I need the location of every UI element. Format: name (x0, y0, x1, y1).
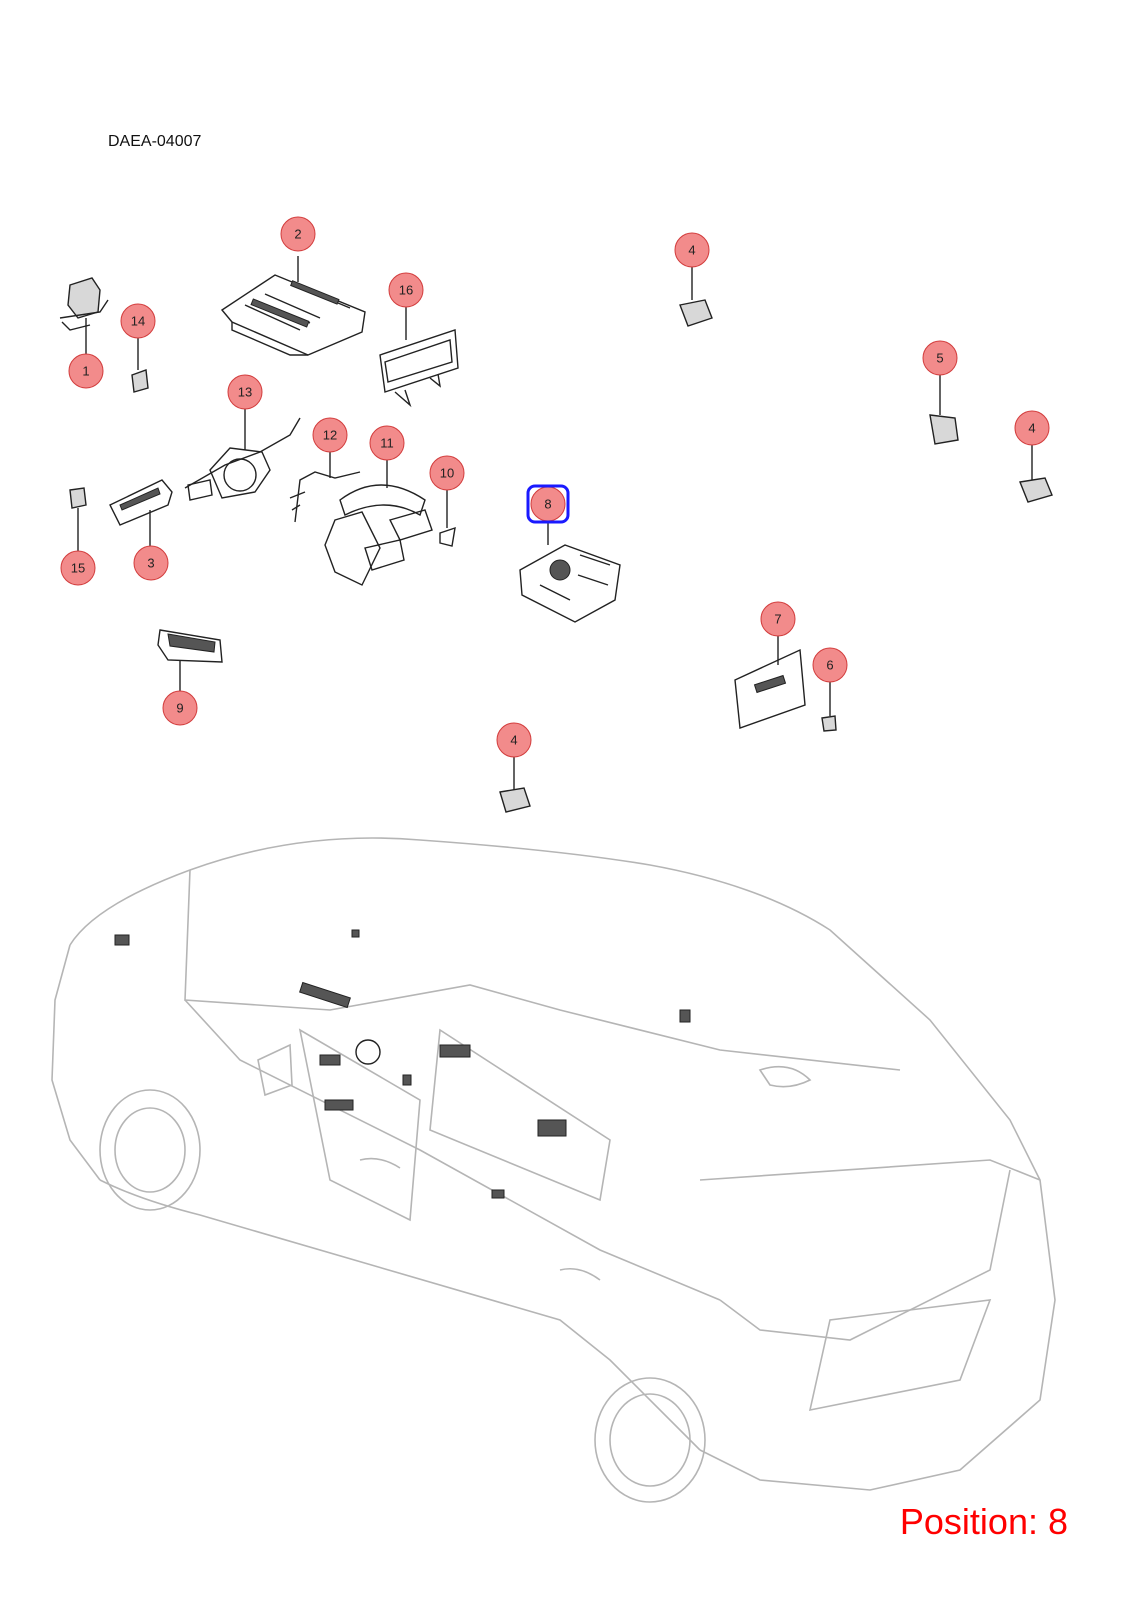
callout-4[interactable]: 4 (674, 232, 710, 268)
callout-number: 4 (688, 243, 695, 258)
callout-number: 8 (544, 497, 551, 512)
callout-circle (674, 232, 710, 268)
selected-callout-highlight (526, 484, 570, 524)
callout-number: 11 (380, 436, 394, 451)
callout-circle (162, 690, 198, 726)
callout-number: 15 (71, 561, 85, 576)
callout-number: 6 (826, 658, 833, 673)
callout-circle (922, 340, 958, 376)
callout-16[interactable]: 16 (388, 272, 424, 308)
part-11-steering-trim[interactable] (324, 456, 433, 586)
part-13-combination-switch[interactable] (184, 406, 301, 501)
callout-number: 16 (399, 283, 413, 298)
callout-circle (312, 417, 348, 453)
part-5-switch[interactable] (929, 373, 959, 445)
callout-number: 12 (323, 428, 337, 443)
part-4-switch-b[interactable] (1019, 443, 1053, 503)
callout-circle (429, 455, 465, 491)
callout-circle (227, 374, 263, 410)
callout-11[interactable]: 11 (369, 425, 405, 461)
callout-2[interactable]: 2 (280, 216, 316, 252)
callout-15[interactable]: 15 (60, 550, 96, 586)
callout-8[interactable]: 8 (526, 484, 570, 524)
callout-circle (812, 647, 848, 683)
part-4-switch-a[interactable] (679, 265, 713, 327)
callout-circle (120, 303, 156, 339)
callout-number: 10 (440, 466, 454, 481)
part-9-window-switch[interactable] (157, 629, 223, 692)
callout-circle (388, 272, 424, 308)
position-readout: Position: 8 (899, 1501, 1068, 1542)
callout-number: 7 (774, 612, 781, 627)
diagram-code: DAEA-04007 (108, 133, 202, 150)
callout-circle (496, 722, 532, 758)
callout-circle (133, 545, 169, 581)
part-16-cluster[interactable] (379, 304, 459, 408)
callout-10[interactable]: 10 (429, 455, 465, 491)
callout-12[interactable]: 12 (312, 417, 348, 453)
callout-7[interactable]: 7 (760, 601, 796, 637)
part-15-switch[interactable] (69, 487, 87, 552)
callout-number: 3 (147, 556, 154, 571)
part-10-sensor[interactable] (439, 488, 456, 547)
callout-circle (280, 216, 316, 252)
callout-1[interactable]: 1 (68, 353, 104, 389)
callout-9[interactable]: 9 (162, 690, 198, 726)
callout-13[interactable]: 13 (227, 374, 263, 410)
part-2-module[interactable] (220, 256, 366, 356)
callout-circle (60, 550, 96, 586)
callout-number: 14 (131, 314, 145, 329)
installed-parts (114, 929, 691, 1199)
callout-number: 4 (510, 733, 517, 748)
callout-circle (369, 425, 405, 461)
part-8-console-switch[interactable] (519, 520, 621, 623)
vehicle-outline (51, 837, 1056, 1503)
callout-circle (1014, 410, 1050, 446)
callout-4[interactable]: 4 (496, 722, 532, 758)
callout-number: 5 (936, 351, 943, 366)
part-7-rear-panel[interactable] (734, 635, 806, 729)
part-6-clip[interactable] (821, 682, 837, 732)
callout-5[interactable]: 5 (922, 340, 958, 376)
part-4-switch-c[interactable] (499, 755, 531, 813)
part-3-switch-panel[interactable] (109, 479, 173, 548)
callout-4[interactable]: 4 (1014, 410, 1050, 446)
part-1-bracket[interactable] (59, 277, 109, 358)
callout-14[interactable]: 14 (120, 303, 156, 339)
callout-number: 2 (294, 227, 301, 242)
callout-circle (68, 353, 104, 389)
callout-number: 13 (238, 385, 252, 400)
callout-number: 1 (82, 364, 89, 379)
callout-6[interactable]: 6 (812, 647, 848, 683)
callout-3[interactable]: 3 (133, 545, 169, 581)
callout-number: 4 (1028, 421, 1035, 436)
part-12-cable[interactable] (289, 449, 361, 523)
callout-circle (760, 601, 796, 637)
callout-number: 9 (176, 701, 183, 716)
part-14-clip[interactable] (131, 335, 149, 393)
